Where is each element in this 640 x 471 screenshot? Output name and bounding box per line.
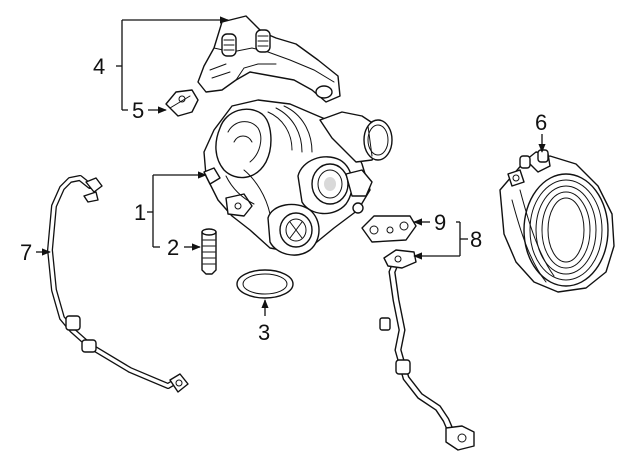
stud <box>201 228 217 275</box>
intake-duct <box>499 149 615 293</box>
callout-7: 7 <box>20 240 32 265</box>
callout-9: 9 <box>434 210 446 235</box>
callout-4: 4 <box>93 54 105 79</box>
callout-3: 3 <box>258 320 270 345</box>
leader-lines <box>36 16 546 316</box>
callout-8: 8 <box>470 227 482 252</box>
oil-drain-pipe <box>379 249 475 451</box>
flange-gasket <box>361 215 417 243</box>
small-bracket <box>165 89 199 117</box>
oil-feed-line <box>47 175 189 393</box>
callout-6: 6 <box>535 110 547 135</box>
callout-5: 5 <box>132 98 144 123</box>
gasket-ring <box>236 269 294 299</box>
callout-1: 1 <box>134 200 146 225</box>
turbocharger <box>203 99 393 256</box>
heat-shield-bracket <box>197 15 341 103</box>
callout-2: 2 <box>167 235 179 260</box>
